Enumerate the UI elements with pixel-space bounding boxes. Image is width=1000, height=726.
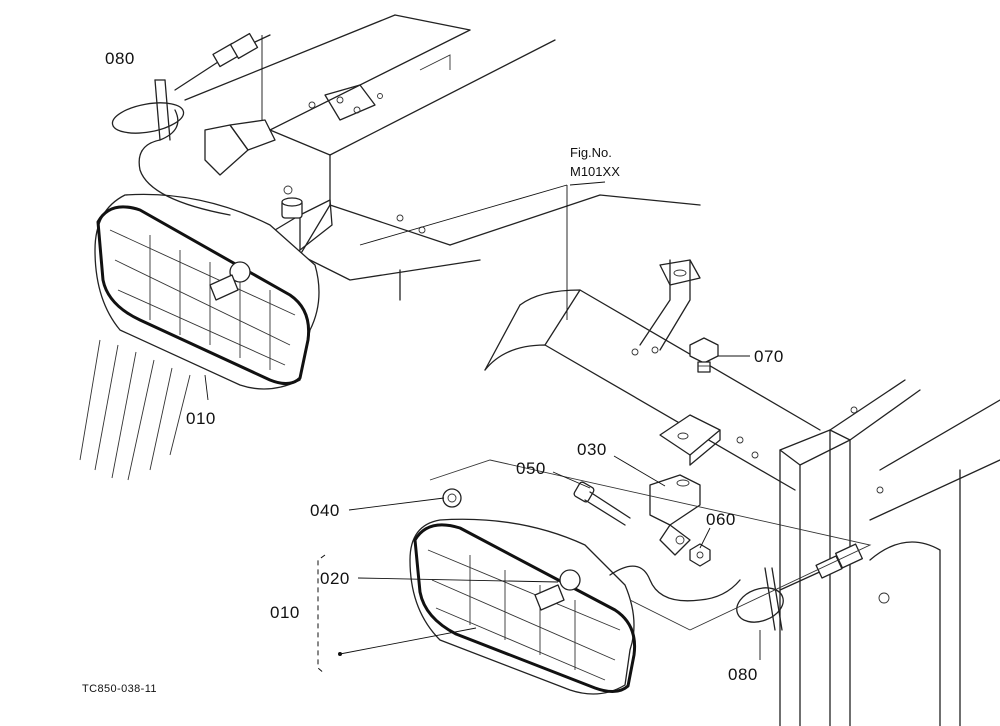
callout-labels: 080 010 Fig.No. M101XX 070 030 050 040 0…: [82, 49, 784, 695]
bolt-050: [573, 481, 631, 526]
washer-040: [442, 488, 462, 508]
right-frame-crossmember: [484, 259, 1000, 726]
label-040: 040: [310, 501, 340, 520]
right-work-lamp: [409, 518, 637, 695]
right-lamp-mount-bracket: [659, 414, 721, 466]
right-assembly-shadow-plane: [429, 459, 872, 631]
label-010-left: 010: [186, 409, 216, 428]
label-050: 050: [516, 459, 546, 478]
bolt-070: [689, 337, 719, 373]
label-080-bottom: 080: [728, 665, 758, 684]
label-010-bracket: 010: [270, 603, 300, 622]
bracket-030: [649, 474, 701, 556]
fig-no-value: M101XX: [570, 164, 620, 179]
left-wiring-harness: [138, 32, 271, 216]
label-060: 060: [706, 510, 736, 529]
drawing-code: TC850-038-11: [82, 683, 157, 695]
label-020: 020: [320, 569, 350, 588]
label-080-top: 080: [105, 49, 135, 68]
left-cable-tie: [111, 79, 185, 141]
tractor-frame-rail: [184, 14, 701, 301]
left-work-lamp: [94, 193, 320, 390]
fig-no-label: Fig.No.: [570, 145, 612, 160]
label-070: 070: [754, 347, 784, 366]
left-lamp-shadow-hatch: [79, 339, 191, 481]
callout-leaders: [204, 35, 761, 675]
right-wiring-harness: [609, 543, 864, 602]
nut-060: [689, 543, 711, 567]
label-030: 030: [577, 440, 607, 459]
right-cable-tie: [736, 567, 784, 631]
